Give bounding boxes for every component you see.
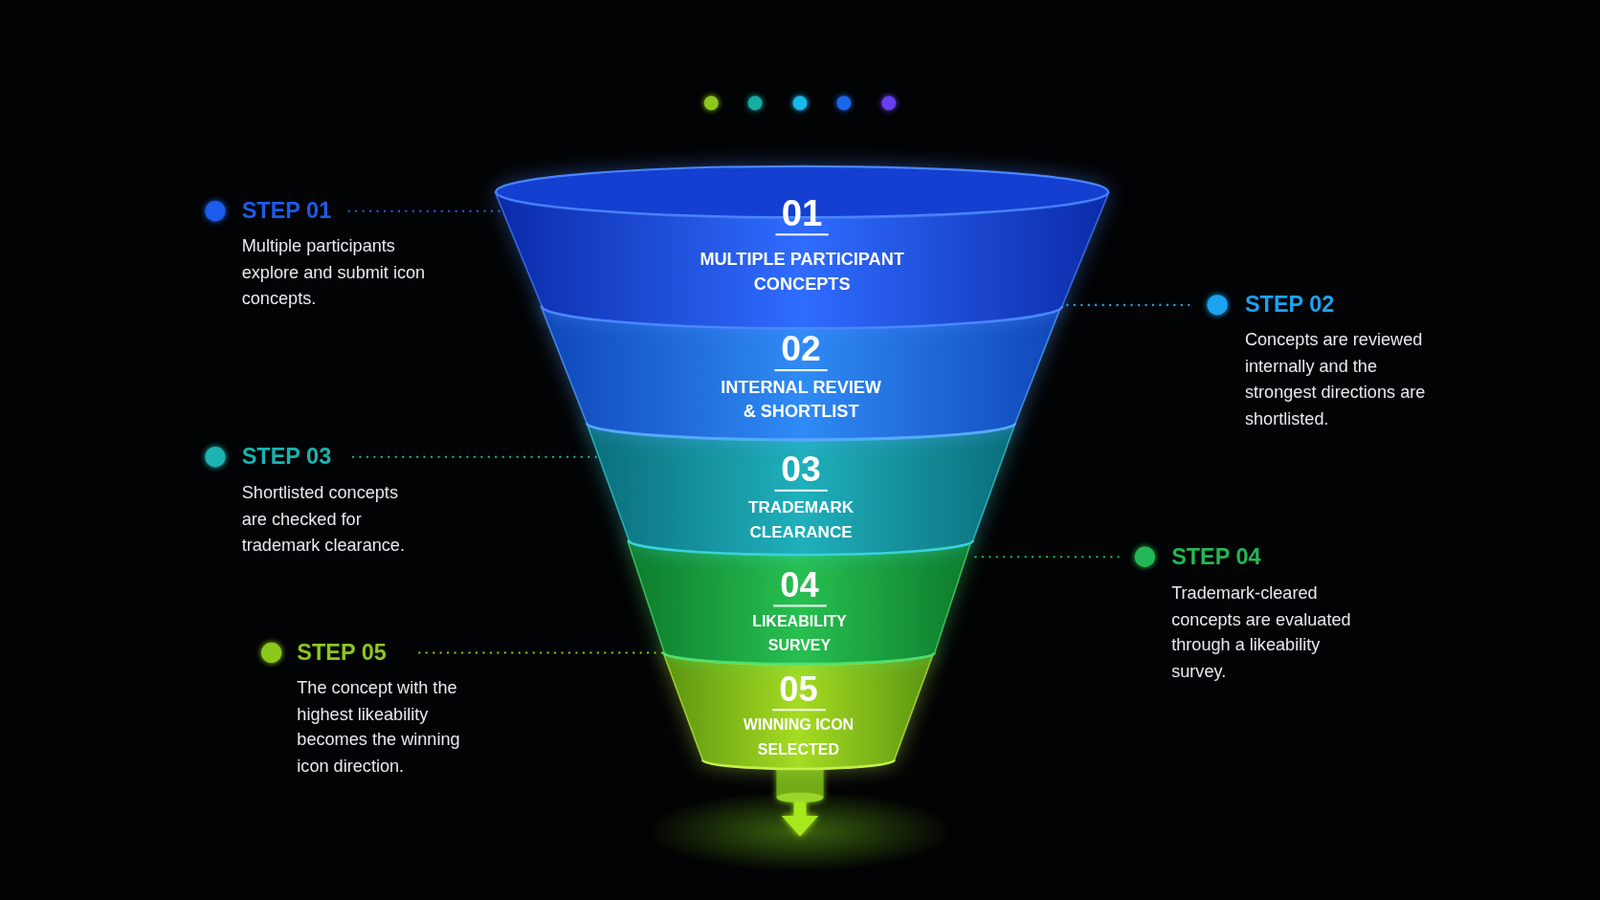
top-dots <box>704 95 896 111</box>
step-number: 05 <box>778 667 818 710</box>
band-shape <box>494 165 1110 330</box>
output-arrow <box>781 801 819 837</box>
leader-line <box>974 555 1123 558</box>
band-body <box>627 540 972 665</box>
step-heading: STEP 03 <box>242 444 332 471</box>
dot <box>793 95 808 111</box>
number-underline <box>772 709 825 712</box>
step-number: 04 <box>779 564 819 606</box>
step-description: The concept with the highest likeability… <box>296 675 483 780</box>
band-label: MULTIPLE PARTICIPANT CONCEPTS <box>679 247 925 297</box>
band-rim <box>541 287 1061 327</box>
band-text: 03TRADEMARK CLEARANCE <box>586 448 1016 545</box>
step-heading: STEP 02 <box>1244 291 1334 319</box>
band-rim <box>664 642 933 665</box>
number-underline <box>775 233 828 236</box>
dot <box>704 95 719 111</box>
funnel-band: 01MULTIPLE PARTICIPANT CONCEPTS <box>494 165 1110 330</box>
step-dot <box>204 446 225 467</box>
band-body <box>663 652 934 770</box>
step-dot <box>1206 294 1227 315</box>
band-text: 05WINNING ICON SELECTED <box>663 667 934 762</box>
band-text: 02INTERNAL REVIEW & SHORTLIST <box>540 328 1062 424</box>
step-description: Shortlisted concepts are checked for tra… <box>242 480 428 559</box>
leader-line <box>418 651 666 654</box>
number-underline <box>774 369 827 372</box>
band-body <box>540 306 1062 441</box>
step-dot <box>204 200 225 222</box>
step-description: Concepts are reviewed internally and the… <box>1244 327 1445 432</box>
number-underline <box>774 489 827 492</box>
band-label: INTERNAL REVIEW & SHORTLIST <box>716 375 886 424</box>
leader-line <box>352 456 598 459</box>
step-dot <box>1134 547 1156 568</box>
dot <box>748 95 763 111</box>
step-heading: STEP 01 <box>242 198 332 225</box>
dot <box>881 95 896 111</box>
dot <box>836 95 851 111</box>
step-number: 03 <box>780 448 822 490</box>
leader-line <box>1066 304 1192 307</box>
band-label: TRADEMARK CLEARANCE <box>724 495 878 545</box>
band-rim <box>587 406 1015 440</box>
step-dot <box>261 643 282 664</box>
band-rim <box>628 527 971 555</box>
band-text: 01MULTIPLE PARTICIPANT CONCEPTS <box>494 193 1110 298</box>
band-body <box>586 423 1016 556</box>
floor-glow <box>646 790 954 872</box>
step-heading: STEP 05 <box>296 640 386 667</box>
leader-line <box>348 210 503 213</box>
number-underline <box>773 604 826 607</box>
band-bottom-edge <box>702 759 894 770</box>
band-text: 04LIKEABILITY SURVEY <box>627 564 972 659</box>
band-body <box>494 191 1110 329</box>
step-description: Multiple participants explore and submit… <box>242 233 431 312</box>
step-heading: STEP 04 <box>1171 543 1261 571</box>
step-description: Trademark-cleared concepts are evaluated… <box>1171 580 1371 686</box>
band-label: LIKEABILITY SURVEY <box>733 609 867 659</box>
step-number: 01 <box>781 193 823 235</box>
band-label: WINNING ICON SELECTED <box>721 712 875 762</box>
step-number: 02 <box>780 328 822 370</box>
stem-rim <box>776 793 823 804</box>
